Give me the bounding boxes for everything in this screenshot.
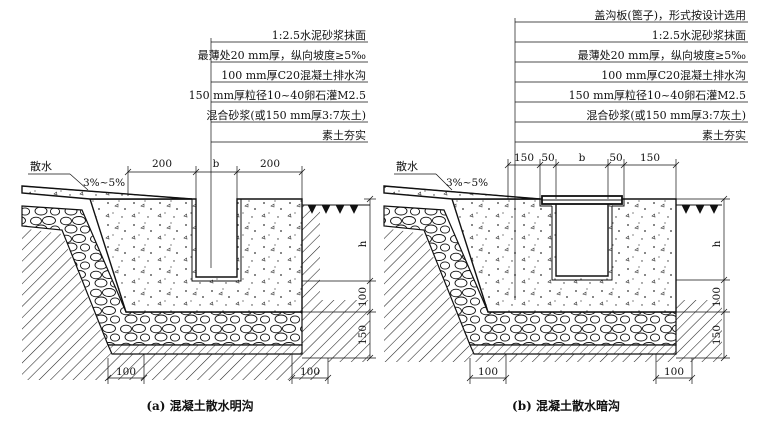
layer-label: 150 mm厚粒径10~40卵石灌M2.5 — [569, 88, 746, 102]
layer-label: 混合砂浆(或150 mm厚3:7灰土) — [586, 108, 746, 122]
dim-label: 150 — [711, 325, 723, 345]
dim-label: b — [579, 152, 586, 164]
soil-slope-b — [384, 228, 722, 362]
slope-label: 3%~5% — [446, 177, 488, 189]
dim-label: h — [711, 240, 723, 247]
channel-plaster-a — [191, 199, 242, 282]
layer-labels-a: 1:2.5水泥砂浆抹面 最薄处20 mm厚，纵向坡度≥5‰ 100 mm厚C20… — [189, 28, 368, 268]
dim-label: 50 — [541, 152, 554, 164]
layer-label: 素土夯实 — [322, 128, 366, 142]
mortar-base-a — [107, 344, 303, 355]
ground-marks-b — [681, 204, 719, 214]
dim-label: 100 — [357, 287, 369, 307]
cover-seat-b — [539, 199, 625, 207]
diagram-a: 1:2.5水泥砂浆抹面 最薄处20 mm厚，纵向坡度≥5‰ 100 mm厚C20… — [21, 28, 376, 413]
caption-b: (b) 混凝土散水暗沟 — [512, 398, 620, 413]
layer-label: 最薄处20 mm厚，纵向坡度≥5‰ — [578, 48, 747, 62]
bottom-dimensions-b: 100 100 — [466, 354, 696, 384]
layer-label: 盖沟板(篦子)，形式按设计选用 — [594, 8, 746, 22]
layer-label: 100 mm厚C20混凝土排水沟 — [221, 68, 366, 82]
ground-marks-a — [307, 204, 359, 214]
bottom-dimensions-a: 100 100 — [104, 354, 332, 384]
dim-label: 200 — [260, 158, 280, 170]
caption-a: (a) 混凝土散水明沟 — [146, 398, 253, 413]
layer-labels-b: 盖沟板(篦子)，形式按设计选用 1:2.5水泥砂浆抹面 最薄处20 mm厚，纵向… — [514, 8, 748, 300]
side-dimensions-b: h 100 150 — [676, 195, 730, 362]
layer-label: 最薄处20 mm厚，纵向坡度≥5‰ — [198, 48, 367, 62]
dim-label: 150 — [640, 152, 660, 164]
slope-label: 3%~5% — [83, 177, 125, 189]
dim-label: 200 — [152, 158, 172, 170]
dim-label: h — [357, 240, 369, 247]
apron-label: 散水 — [396, 159, 418, 173]
dim-label: 100 — [116, 366, 136, 378]
top-dimensions-a: 200 b 200 — [124, 158, 306, 199]
apron-label: 散水 — [30, 159, 52, 173]
concrete-drain-b — [451, 198, 677, 313]
soil-compacted-a — [22, 205, 370, 380]
diagram-b: 盖沟板(篦子)，形式按设计选用 1:2.5水泥砂浆抹面 最薄处20 mm厚，纵向… — [383, 8, 748, 413]
layer-label: 混合砂浆(或150 mm厚3:7灰土) — [206, 108, 366, 122]
top-dimensions-b: 150 50 b 50 150 — [504, 152, 680, 199]
layer-label: 150 mm厚粒径10~40卵石灌M2.5 — [189, 88, 366, 102]
side-dimensions-a: h 100 150 — [302, 195, 376, 362]
dim-label: 100 — [300, 366, 320, 378]
dim-label: 50 — [609, 152, 622, 164]
dim-label: 100 — [478, 366, 498, 378]
soil-slope-a — [22, 228, 370, 362]
layer-label: 1:2.5水泥砂浆抹面 — [652, 28, 746, 42]
mortar-base-b — [469, 344, 677, 355]
layer-label: 素土夯实 — [702, 128, 746, 142]
dim-label: 150 — [357, 325, 369, 345]
channel-plaster-b — [551, 206, 613, 281]
dim-label: 150 — [514, 152, 534, 164]
dim-label: 100 — [711, 287, 723, 307]
layer-label: 1:2.5水泥砂浆抹面 — [272, 28, 366, 42]
layer-label: 100 mm厚C20混凝土排水沟 — [601, 68, 746, 82]
dim-label: b — [213, 158, 220, 170]
dim-label: 100 — [664, 366, 684, 378]
